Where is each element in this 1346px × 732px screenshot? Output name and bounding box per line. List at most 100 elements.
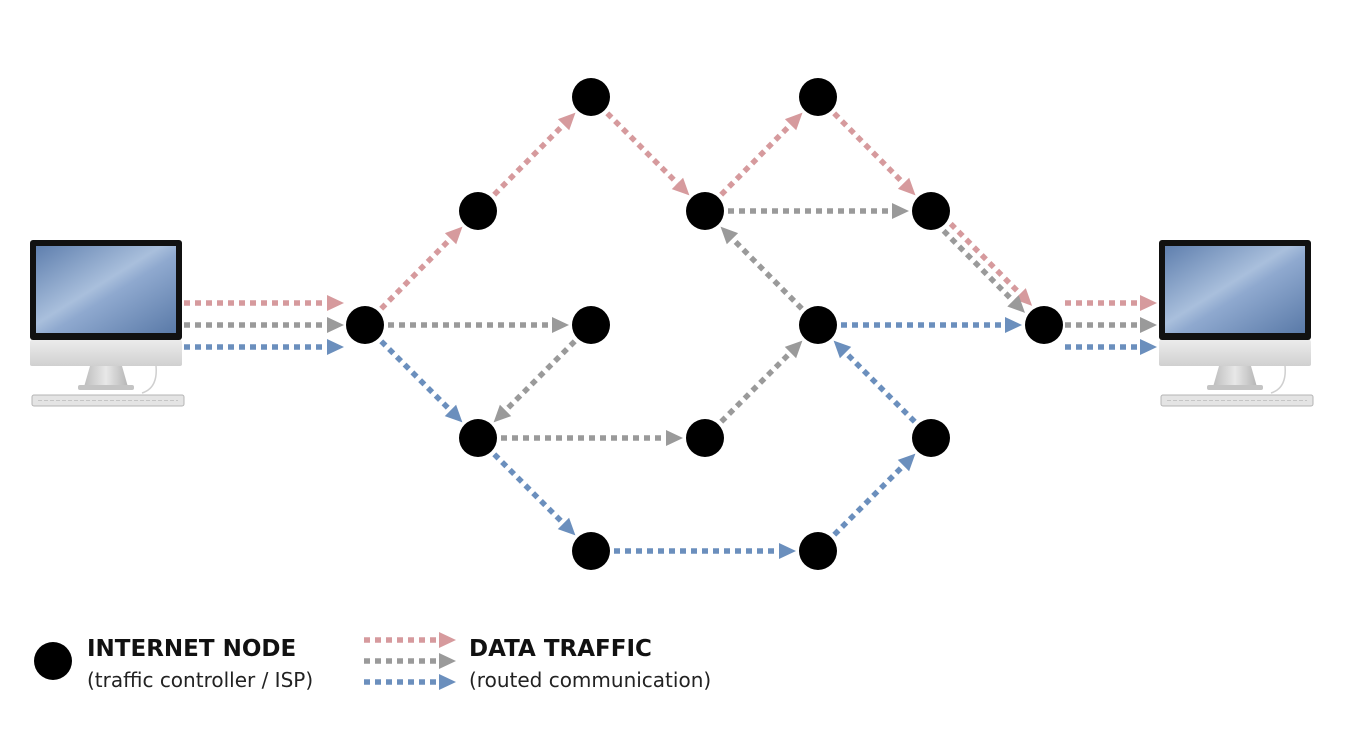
edge-pcL-n0-blue bbox=[184, 339, 344, 355]
edge-n12-n13-blue bbox=[832, 453, 916, 537]
edge-n2-n3-red bbox=[605, 111, 690, 196]
edge-n11-n12-blue bbox=[614, 543, 796, 559]
internet-node-n13 bbox=[912, 419, 950, 457]
edge-n5-n6-red bbox=[948, 221, 1033, 306]
arrow-head bbox=[1005, 317, 1022, 333]
traffic-line bbox=[379, 339, 453, 413]
traffic-line bbox=[605, 111, 680, 186]
edge-n10-n6-blue bbox=[841, 317, 1022, 333]
traffic-line bbox=[832, 111, 906, 186]
arrow-head bbox=[1140, 295, 1157, 311]
legend-traffic-title: DATA TRAFFIC bbox=[469, 636, 652, 662]
arrow-head bbox=[1140, 339, 1157, 355]
traffic-line bbox=[492, 452, 566, 526]
internet-node-n11 bbox=[572, 532, 610, 570]
arrow-head bbox=[557, 517, 576, 536]
internet-node-n12 bbox=[799, 532, 837, 570]
legend-arrow-red bbox=[364, 632, 456, 648]
edge-n0-n1-red bbox=[379, 226, 463, 311]
arrow-head bbox=[327, 295, 344, 311]
internet-node-n4 bbox=[799, 78, 837, 116]
cable bbox=[141, 365, 157, 394]
arrow-head bbox=[493, 404, 512, 423]
internet-node-n8 bbox=[459, 419, 497, 457]
arrow-head bbox=[671, 177, 690, 196]
arrow-head bbox=[720, 226, 739, 245]
legend-traffic-arrows bbox=[364, 632, 456, 690]
internet-node-n6 bbox=[1025, 306, 1063, 344]
arrow-head bbox=[784, 112, 803, 131]
monitor-chin bbox=[30, 340, 182, 366]
arrow-head bbox=[1014, 288, 1033, 306]
traffic-line bbox=[948, 221, 1023, 296]
edge-n10-n3-gray bbox=[720, 226, 804, 311]
edge-pcL-n0-red bbox=[184, 295, 344, 311]
legend-traffic-subtitle: (routed communication) bbox=[469, 668, 711, 692]
arrow-head bbox=[779, 543, 796, 559]
monitor-screen bbox=[36, 246, 176, 333]
internet-node-n5 bbox=[912, 192, 950, 230]
monitor-base bbox=[1207, 385, 1263, 390]
traffic-line bbox=[379, 236, 453, 311]
arrow-head bbox=[1007, 295, 1025, 313]
edge-n0-n8-blue bbox=[379, 339, 463, 423]
edge-n9-n10-gray bbox=[719, 340, 803, 424]
monitor-stand bbox=[1213, 366, 1257, 387]
arrow-head bbox=[897, 453, 916, 472]
arrow-head bbox=[444, 226, 463, 245]
legend-arrow-gray bbox=[364, 653, 456, 669]
arrow-head bbox=[666, 430, 683, 446]
cable bbox=[1270, 365, 1286, 394]
edge-n5-n6-gray bbox=[941, 228, 1025, 313]
right-computer bbox=[1159, 240, 1314, 407]
internet-node-n10 bbox=[799, 306, 837, 344]
edge-n3-n4-red bbox=[719, 112, 803, 197]
internet-node-n9 bbox=[686, 419, 724, 457]
edge-n6-pcR-blue bbox=[1065, 339, 1157, 355]
left-computer bbox=[30, 240, 185, 407]
internet-node-n7 bbox=[572, 306, 610, 344]
nodes-layer bbox=[346, 78, 1063, 570]
traffic-line bbox=[941, 228, 1015, 303]
arrow-head bbox=[327, 317, 344, 333]
traffic-line bbox=[832, 463, 906, 537]
monitor-stand bbox=[84, 366, 128, 387]
monitor-screen bbox=[1165, 246, 1305, 333]
edge-n3-n5-gray bbox=[728, 203, 909, 219]
edge-n8-n11-blue bbox=[492, 452, 576, 536]
edge-n7-n8-gray bbox=[493, 339, 577, 423]
internet-node-n3 bbox=[686, 192, 724, 230]
traffic-line bbox=[719, 350, 793, 424]
arrow-head bbox=[784, 340, 803, 359]
arrow-head bbox=[897, 177, 916, 196]
edge-n6-pcR-gray bbox=[1065, 317, 1157, 333]
edge-n4-n5-red bbox=[832, 111, 916, 196]
arrow-head bbox=[1140, 317, 1157, 333]
edge-n13-n10-blue bbox=[833, 340, 917, 424]
traffic-line bbox=[503, 339, 577, 413]
arrow-head bbox=[439, 632, 456, 648]
legend-node-title: INTERNET NODE bbox=[87, 636, 296, 662]
monitor-chin bbox=[1159, 340, 1311, 366]
edge-n8-n9-gray bbox=[501, 430, 683, 446]
arrow-head bbox=[444, 404, 463, 423]
traffic-line bbox=[492, 122, 566, 197]
internet-node-n0 bbox=[346, 306, 384, 344]
arrow-head bbox=[557, 112, 576, 131]
edge-pcL-n0-gray bbox=[184, 317, 344, 333]
traffic-line bbox=[719, 122, 793, 197]
edges-layer bbox=[184, 111, 1157, 559]
legend-arrow-blue bbox=[364, 674, 456, 690]
arrow-head bbox=[327, 339, 344, 355]
arrow-head bbox=[892, 203, 909, 219]
traffic-line bbox=[843, 350, 917, 424]
arrow-head bbox=[439, 674, 456, 690]
monitor-base bbox=[78, 385, 134, 390]
legend-node-icon bbox=[34, 642, 72, 680]
computers-layer bbox=[30, 240, 1314, 407]
arrow-head bbox=[833, 340, 852, 359]
arrow-head bbox=[552, 317, 569, 333]
edge-n6-pcR-red bbox=[1065, 295, 1157, 311]
arrow-head bbox=[439, 653, 456, 669]
